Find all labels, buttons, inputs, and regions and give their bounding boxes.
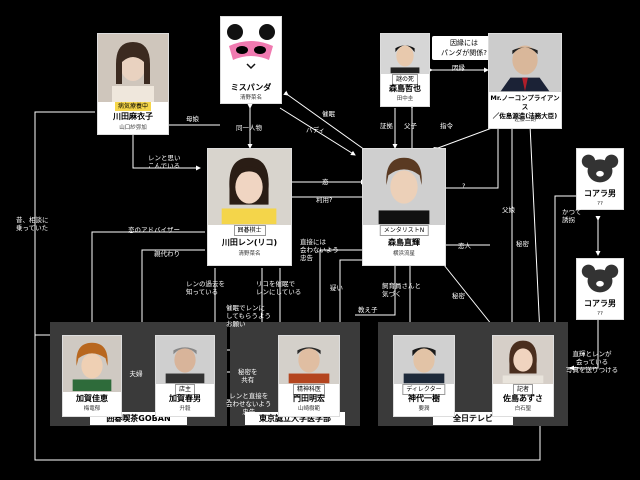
- kaga-yoshie-photo: [63, 336, 121, 392]
- label-shashin: 直輝とレンが 会っている 写真を送りつける: [566, 350, 619, 374]
- kawada-asako-photo: [98, 34, 168, 102]
- kaga-haruo-name: 加賀春男: [169, 394, 201, 403]
- label-haha-musume: 母娘: [186, 115, 199, 123]
- label-saimin: 催眠: [322, 110, 335, 118]
- sajima-azusa-photo: [493, 336, 553, 384]
- sasaki-actor: 佐藤二朗: [513, 117, 536, 123]
- misu-panda-name: ミスパンダ: [230, 83, 272, 92]
- card-morishima-tetsuya[interactable]: 謎の死 森島哲也 田中圭: [380, 33, 430, 107]
- kadoda-actor: 山崎樹範: [297, 406, 320, 412]
- kawada-asako-actor: 山口紗弥加: [119, 125, 147, 131]
- kaga-haruo-tag: 店主: [174, 384, 196, 395]
- label-fushi2: 父娘: [502, 206, 515, 214]
- label-shogen: 証拠: [380, 122, 393, 130]
- morishima-tetsuya-name: 森島哲也: [389, 84, 421, 93]
- label-fushi: 父子: [404, 122, 417, 130]
- card-jinshiro[interactable]: ディレクター 神代一樹 要潤: [393, 335, 455, 417]
- label-douitsu: 同一人物: [236, 124, 262, 132]
- card-kawada-ren[interactable]: 囲碁棋士 川田レン(リコ) 清野菜名: [207, 148, 292, 266]
- label-utagai: 疑い: [330, 284, 343, 292]
- card-morishima-naoki[interactable]: メンタリストN 森島直輝 横浜流星: [362, 148, 446, 266]
- card-kadoda[interactable]: 精神科医 門田明宏 山崎樹範: [278, 335, 340, 417]
- card-koala1[interactable]: コアラ男 ??: [576, 148, 624, 210]
- label-riyou: 利用?: [316, 196, 333, 204]
- card-sasaki[interactable]: Mr.ノーコンプライアンス ／佐島源造(法務大臣) 佐藤二朗: [488, 33, 562, 129]
- kawada-ren-tag: 囲碁棋士: [233, 225, 266, 236]
- kawada-ren-actor: 清野菜名: [238, 251, 261, 257]
- kawada-asako-tag: 病気療養中: [114, 102, 152, 111]
- panda-relation-bubble: 因縁には パンダが関係?: [432, 36, 496, 60]
- label-mukashi: 昔、相談に 乗っていた: [16, 216, 49, 232]
- label-buddy: バディ: [306, 126, 326, 134]
- koala-icon: [577, 259, 623, 297]
- label-shirei: 指令: [440, 122, 453, 130]
- jinshiro-name: 神代一樹: [408, 394, 440, 403]
- label-innen: 因縁: [452, 64, 465, 72]
- card-sajima-azusa[interactable]: 記者 佐島あずさ 白石聖: [492, 335, 554, 417]
- label-riko-saimin: リコを催眠で レンにしている: [256, 280, 302, 296]
- morishima-tetsuya-tag: 謎の死: [391, 74, 419, 85]
- card-koala2[interactable]: コアラ男 ??: [576, 258, 624, 320]
- label-ren-to-omoi: レンと思い こんでいる: [148, 154, 181, 170]
- koala1-actor: ??: [597, 201, 603, 207]
- kadoda-name: 門田明宏: [293, 394, 325, 403]
- label-saimin-ren: 催眠でレンに してもらうよう お願い: [226, 304, 271, 328]
- koala1-name: コアラ男: [584, 189, 616, 198]
- morishima-tetsuya-actor: 田中圭: [396, 96, 414, 102]
- label-himitsu2: 秘密: [452, 292, 465, 300]
- morishima-naoki-photo: [363, 149, 445, 225]
- kadoda-tag: 精神科医: [292, 384, 326, 395]
- card-kaga-haruo[interactable]: 店主 加賀春男 升毅: [155, 335, 215, 417]
- card-kawada-asako[interactable]: 病気療養中 川田麻衣子 山口紗弥加: [97, 33, 169, 135]
- label-ren-to-chokusetsu: レンと直接を 会わせないよう 忠告: [226, 392, 272, 416]
- label-himitsu-kyouyu: 秘密を 共有: [238, 368, 258, 384]
- kawada-ren-photo: [208, 149, 291, 225]
- label-chokusetsu: 直接には 会わないよう 忠告: [300, 238, 339, 262]
- kaga-yoshie-name: 加賀佳恵: [76, 394, 108, 403]
- kaga-haruo-photo: [156, 336, 214, 384]
- koala2-name: コアラ男: [584, 299, 616, 308]
- morishima-naoki-name: 森島直輝: [388, 238, 420, 247]
- card-misu-panda[interactable]: ミスパンダ 清野菜名: [220, 16, 282, 104]
- sajima-azusa-tag: 記者: [512, 384, 534, 395]
- kaga-yoshie-actor: 梅竜郁: [83, 406, 101, 412]
- kawada-ren-name: 川田レン(リコ): [221, 238, 278, 247]
- jinshiro-tag: ディレクター: [402, 384, 446, 395]
- label-koi-advisor: 恋のアドバイザー: [128, 226, 180, 234]
- jinshiro-actor: 要潤: [418, 406, 430, 412]
- label-question: ?: [462, 182, 466, 190]
- label-katsute: かつて 誘拐: [562, 208, 582, 224]
- sajima-azusa-name: 佐島あずさ: [503, 394, 543, 403]
- koala-icon: [577, 149, 623, 187]
- label-shiiku: 飼育員さんと 気づく: [382, 282, 421, 298]
- morishima-naoki-tag: メンタリストN: [379, 225, 429, 236]
- label-fuufu: 夫婦: [129, 370, 143, 378]
- sasaki-name: Mr.ノーコンプライアンス ／佐島源造(法務大臣): [490, 94, 560, 120]
- jinshiro-photo: [394, 336, 454, 384]
- kaga-haruo-actor: 升毅: [179, 406, 191, 412]
- misu-panda-actor: 清野菜名: [239, 95, 262, 101]
- card-kaga-yoshie[interactable]: 加賀佳恵 梅竜郁: [62, 335, 122, 417]
- morishima-naoki-actor: 横浜流星: [392, 251, 415, 257]
- label-ren-kako: レンの過去を 知っている: [186, 280, 225, 296]
- sasaki-photo: [489, 34, 561, 92]
- label-himitsu1: 秘密: [516, 240, 529, 248]
- label-oshiete: 教え子: [358, 306, 378, 314]
- label-oya-gawari: 親代わり: [154, 250, 180, 258]
- koala2-actor: ??: [597, 311, 603, 317]
- morishima-tetsuya-photo: [381, 34, 429, 74]
- label-koibito: 恋人: [458, 242, 471, 250]
- sajima-azusa-actor: 白石聖: [514, 406, 532, 412]
- panda-mask-icon: [221, 17, 281, 79]
- kadoda-photo: [279, 336, 339, 384]
- label-koi: 恋: [322, 178, 329, 186]
- kawada-asako-name: 川田麻衣子: [113, 112, 153, 121]
